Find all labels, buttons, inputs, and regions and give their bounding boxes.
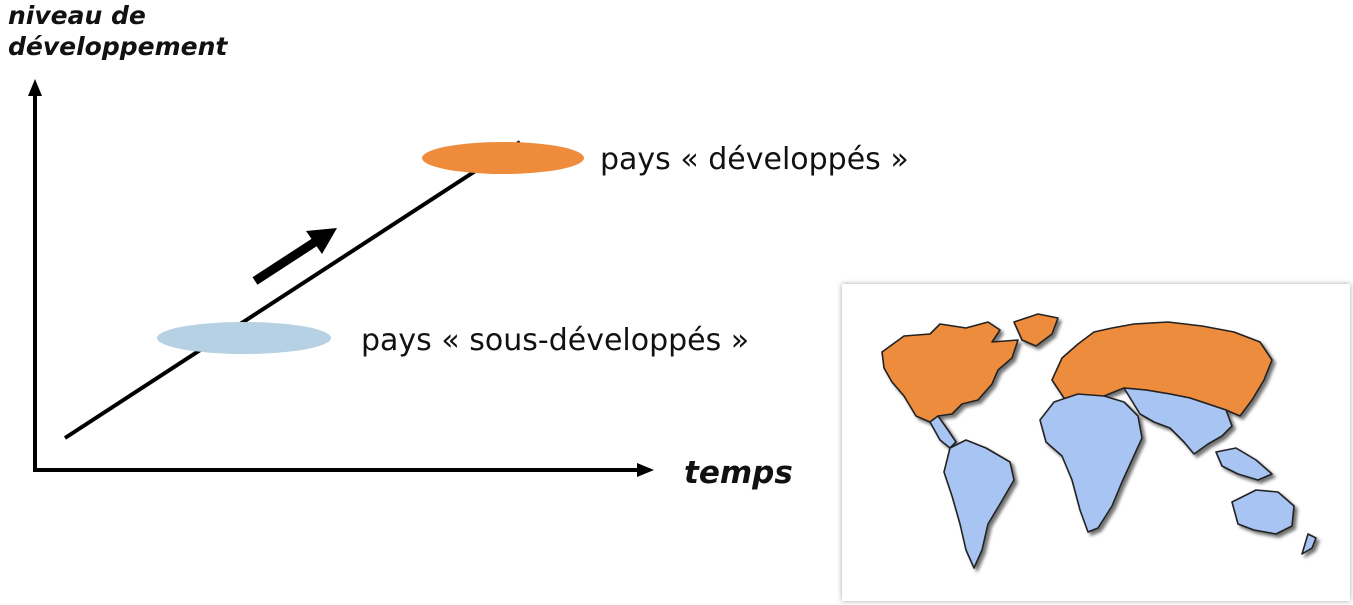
y-axis-title: niveau de développement xyxy=(8,0,227,62)
central-america-region xyxy=(929,415,957,449)
world-map-card xyxy=(842,284,1350,601)
progress-arrow-head xyxy=(306,228,337,254)
australia-region xyxy=(1231,489,1295,535)
africa-region xyxy=(1039,393,1143,533)
south-america-region xyxy=(943,439,1015,569)
new-zealand-region xyxy=(1301,533,1317,555)
middle-east-south-asia-region xyxy=(1123,387,1233,455)
greenland-region xyxy=(1013,313,1059,347)
world-map-icon xyxy=(881,313,1317,569)
x-axis-title: temps xyxy=(684,455,793,491)
development-trend-line xyxy=(63,140,522,440)
x-axis-arrowhead xyxy=(637,463,654,477)
developed-countries-label: pays « développés » xyxy=(600,142,909,177)
y-axis-title-line2: développement xyxy=(8,32,228,61)
north-america-region xyxy=(881,321,1019,423)
y-axis-title-line1: niveau de xyxy=(8,1,146,30)
underdeveloped-countries-label: pays « sous-développés » xyxy=(361,323,750,358)
developed-ellipse xyxy=(422,142,584,174)
eurasia-north-region xyxy=(1051,321,1273,417)
southeast-asia-region xyxy=(1215,447,1273,481)
underdeveloped-ellipse xyxy=(157,322,331,354)
progress-arrow-shaft xyxy=(252,236,321,285)
y-axis-arrowhead xyxy=(28,79,42,96)
